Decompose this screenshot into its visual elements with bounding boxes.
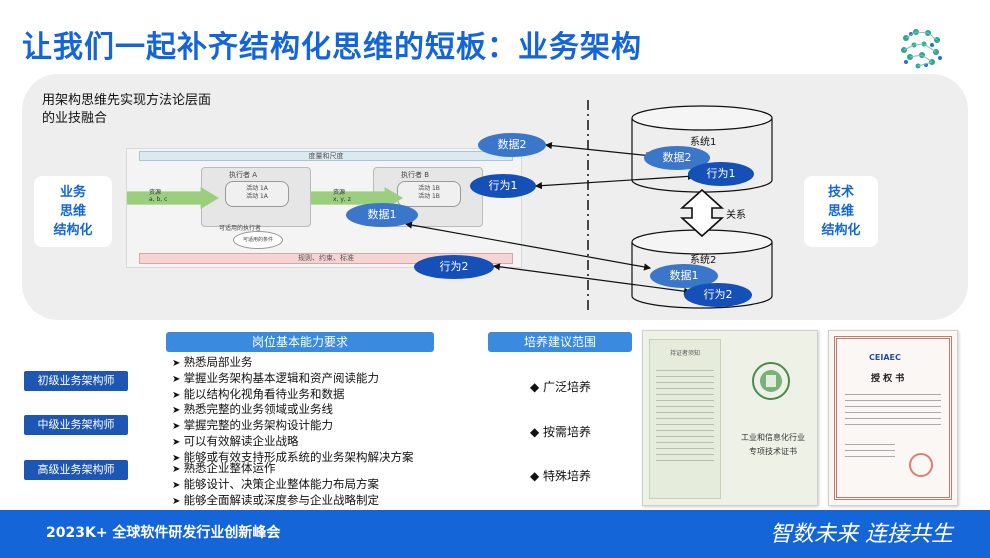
cert1-left-page: 持证者须知 — [649, 339, 721, 499]
intro-line-2: 的业技融合 — [42, 111, 108, 126]
cert2-brand: CEIAEC — [869, 353, 901, 362]
training-header: 培养建议范围 — [488, 332, 632, 352]
applicable-actor-label: 可适用的执行者 — [219, 225, 262, 232]
senior-requirements: 熟悉企业整体运作 能够设计、决策企业整体能力布局方案 能够全面解读或深度参与企业… — [172, 461, 380, 509]
bubble-data2: 数据2 — [478, 133, 546, 157]
system1-action: 行为1 — [688, 162, 754, 186]
brain-network-icon — [896, 24, 946, 88]
requirement-item: 能够设计、决策企业整体能力布局方案 — [172, 477, 380, 493]
cert1-line2: 专项技术证书 — [749, 447, 797, 456]
business-thinking-tag: 业务 思维 结构化 — [34, 176, 112, 247]
seal-emblem-icon — [751, 359, 791, 403]
footer-slogan: 智数未来 连接共生 — [770, 522, 953, 547]
requirement-item: 熟悉局部业务 — [172, 355, 379, 371]
cert2-border — [834, 336, 952, 500]
footer-bar — [0, 510, 990, 558]
certificate-image-2: CEIAEC 授 权 书 — [828, 330, 958, 506]
link-data2 — [544, 142, 654, 159]
actor-b-label: 执行者 B — [401, 171, 430, 179]
footer-event: 2023K+ 全球软件研发行业创新峰会 — [46, 525, 281, 541]
bubble-data1: 数据1 — [346, 203, 418, 227]
tag-line: 业务 — [59, 185, 86, 200]
relation-diagram — [404, 100, 773, 314]
cert1-header: 持证者须知 — [669, 350, 700, 357]
requirements-header: 岗位基本能力要求 — [166, 332, 434, 352]
activity-label: 活动 1A — [246, 185, 268, 192]
tech-thinking-tag: 技术 思维 结构化 — [804, 176, 878, 247]
activity-label: 活动 1A — [246, 193, 268, 200]
tag-line: 技术 — [827, 185, 854, 200]
tag-line: 思维 — [59, 204, 86, 219]
cert1-text-lines — [656, 365, 714, 465]
senior-training: ◆ 特殊培养 — [530, 469, 592, 483]
applicable-condition: 可适用的条件 — [233, 231, 283, 249]
link-action1 — [534, 172, 696, 190]
system1-label: 系统1 — [690, 137, 717, 148]
requirement-item: 可以有效解读企业战略 — [172, 434, 414, 450]
rules-label: 规则、约束、标准 — [298, 254, 354, 262]
activity-label: 活动 1B — [418, 185, 440, 192]
tag-line: 结构化 — [53, 223, 93, 238]
intermediate-requirements: 熟悉完整的业务领域或业务线 掌握完整的业务架构设计能力 可以有效解读企业战略 能… — [172, 402, 414, 466]
page-title: 让我们一起补齐结构化思维的短板：业务架构 — [22, 30, 642, 65]
junior-training: ◆ 广泛培养 — [530, 380, 592, 394]
activity-1a: 活动 1A 活动 1A — [225, 181, 289, 207]
link-action2 — [492, 263, 692, 295]
resource-sub: a, b, c — [149, 196, 168, 203]
resource-2-label: 资源 x, y, z — [333, 189, 351, 203]
activity-label: 活动 1B — [418, 193, 440, 200]
requirement-item: 能够全面解读或深度参与企业战略制定 — [172, 493, 380, 509]
requirement-item: 熟悉企业整体运作 — [172, 461, 379, 477]
actor-a-label: 执行者 A — [229, 171, 258, 179]
resource-sub: x, y, z — [333, 196, 351, 203]
system2-label: 系统2 — [690, 255, 717, 266]
relation-label: 关系 — [726, 210, 746, 221]
cert2-text-lines-2 — [845, 439, 895, 457]
relation-double-arrow — [679, 188, 725, 238]
cert2-text-lines — [845, 389, 941, 429]
requirement-item: 能以结构化视角看待业务和数据 — [172, 387, 379, 403]
cert2-seal-icon — [909, 453, 933, 477]
requirement-item: 掌握完整的业务架构设计能力 — [172, 418, 414, 434]
junior-requirements: 熟悉局部业务 掌握业务架构基本逻辑和资产阅读能力 能以结构化视角看待业务和数据 — [172, 355, 380, 403]
link-data1 — [404, 221, 652, 271]
intro-line-1: 用架构思维先实现方法论层面 — [42, 93, 212, 108]
condition-label: 可适用的条件 — [242, 237, 273, 243]
resource-1-label: 资源 a, b, c — [149, 189, 167, 203]
cert2-header: 授 权 书 — [871, 374, 905, 384]
resource-arrow-1 — [127, 187, 219, 209]
cert1-title: 工业和信息化行业 专项技术证书 — [735, 431, 811, 459]
resource-label: 资源 — [149, 189, 162, 196]
resource-label: 资源 — [333, 189, 346, 196]
certificate-image-1: 持证者须知 工业和信息化行业 专项技术证书 — [642, 330, 818, 506]
requirement-item: 熟悉完整的业务领域或业务线 — [172, 402, 414, 418]
bubble-action2: 行为2 — [414, 255, 494, 279]
intro-text: 用架构思维先实现方法论层面 的业技融合 — [42, 92, 211, 128]
role-senior: 高级业务架构师 — [24, 460, 128, 480]
cert1-line1: 工业和信息化行业 — [741, 433, 805, 442]
tag-line: 思维 — [827, 204, 854, 219]
measurement-label: 度量和尺度 — [308, 152, 344, 160]
activity-1b: 活动 1B 活动 1B — [397, 181, 461, 207]
requirement-item: 掌握业务架构基本逻辑和资产阅读能力 — [172, 371, 380, 387]
bubble-action1: 行为1 — [470, 174, 536, 198]
role-intermediate: 中级业务架构师 — [24, 415, 128, 435]
tag-line: 结构化 — [821, 223, 861, 238]
system2-action: 行为2 — [684, 283, 752, 307]
intermediate-training: ◆ 按需培养 — [530, 425, 592, 439]
role-junior: 初级业务架构师 — [24, 371, 128, 391]
